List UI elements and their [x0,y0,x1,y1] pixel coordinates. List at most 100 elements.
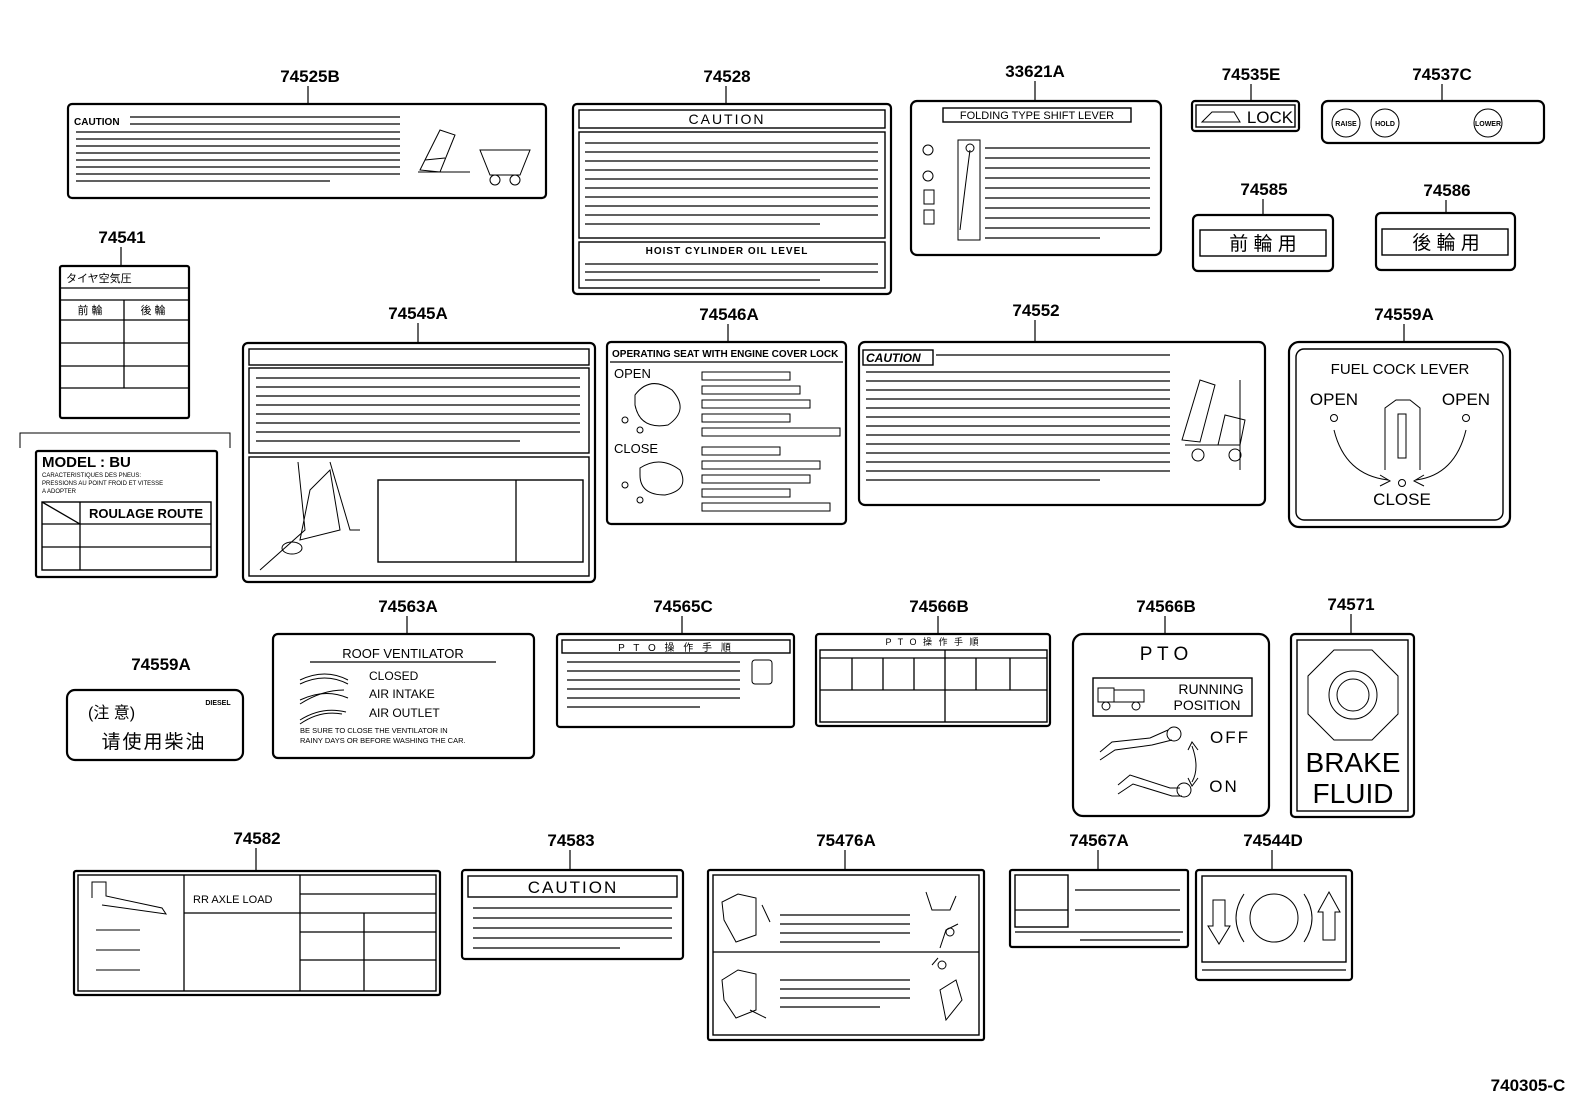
roulage-text: ROULAGE ROUTE [89,506,203,521]
seat-close-icon [621,461,684,504]
off-text: OFF [1210,728,1250,747]
seat-title-text: OPERATING SEAT WITH ENGINE COVER LOCK [612,349,839,360]
roof-title-text: ROOF VENTILATOR [342,646,464,661]
hold-text: HOLD [1375,121,1395,128]
roof-note-2: RAINY DAYS OR BEFORE WASHING THE CAR. [300,736,466,745]
label-74586: 74586 後 輪 用 [1374,181,1517,272]
label-74537c: 74537C RAISE HOLD LOWER [1320,65,1546,145]
roof-intake-text: AIR INTAKE [369,687,435,701]
truck-dump-icon [418,129,531,186]
position-text: POSITION [1174,697,1241,713]
part-number-74571[interactable]: 74571 [1327,595,1374,614]
part-number-74528[interactable]: 74528 [703,67,750,86]
label-74571: 74571 BRAKE FLUID [1289,595,1416,819]
label-74545a: 74545A [241,304,597,584]
label-74583: 74583 CAUTION [460,831,685,961]
folding-shift-text: FOLDING TYPE SHIFT LEVER [960,110,1114,122]
front-wheel-text: 前 輪 用 [1229,233,1297,255]
part-number-74545a[interactable]: 74545A [388,304,448,323]
front-column-text: 前 輪 [77,303,102,317]
brake-warning-icon [1307,649,1399,741]
caution-text-74552: CAUTION [866,351,921,365]
label-74525b: 74525B CAUTION [66,67,548,200]
label-74546a: 74546A OPERATING SEAT WITH ENGINE COVER … [605,305,848,526]
label-74567a: 74567A [1008,831,1190,949]
fuel-close-text: CLOSE [1373,490,1431,509]
part-number-74546a[interactable]: 74546A [699,305,759,324]
part-number-33621a[interactable]: 33621A [1005,62,1065,81]
rear-column-text: 後 輪 [140,303,165,317]
lock-arrow-icon [1200,111,1241,123]
part-number-74586[interactable]: 74586 [1423,181,1470,200]
part-number-75476a[interactable]: 75476A [816,831,876,850]
lever-icon [751,659,773,685]
roof-closed-text: CLOSED [369,669,419,683]
roof-note-1: BE SURE TO CLOSE THE VENTILATOR IN [300,726,448,735]
label-33621a: 33621A FOLDING TYPE SHIFT LEVER [909,62,1163,257]
label-74535e: 74535E LOCK [1190,65,1301,133]
pto-text: P T O [1140,644,1189,665]
pto-lever-icon [1099,726,1199,798]
part-number-74541[interactable]: 74541 [98,228,145,247]
label-74559a-fuel-cock: 74559A FUEL COCK LEVER OPEN OPEN CLOSE [1287,305,1512,529]
fuel-cock-text: FUEL COCK LEVER [1331,361,1470,378]
caution-text-74528: CAUTION [689,111,766,127]
part-number-74567a[interactable]: 74567A [1069,831,1129,850]
attention-text: (注 意) [88,703,135,722]
tire-pressure-text: タイヤ空気圧 [66,271,132,285]
label-74541: 74541 タイヤ空気圧 前 輪 後 輪 [58,228,191,420]
diesel-text: DIESEL [205,700,231,707]
fuel-open-right-text: OPEN [1442,390,1490,409]
ventilator-icon [299,673,349,725]
label-74559a-diesel: 74559A (注 意) DIESEL 请使用柴油 [65,655,245,762]
label-74566b-table: 74566B P T O 操 作 手 順 [814,597,1052,728]
pto-truck-icon [1097,687,1145,711]
label-74566b-pto: 74566B P T O RUNNING POSITION OFF ON [1071,597,1271,818]
part-number-74535e[interactable]: 74535E [1222,65,1281,84]
label-74552: 74552 CAUTION [857,301,1267,507]
part-number-74552[interactable]: 74552 [1012,301,1059,320]
roof-outlet-text: AIR OUTLET [369,706,440,720]
caution-text-74583: CAUTION [528,878,619,897]
part-number-74563a[interactable]: 74563A [378,597,438,616]
seat-close-text: CLOSE [614,441,658,456]
label-model-bu: MODEL : BU CARACTERISTIQUES DES PNEUS: P… [19,432,231,579]
use-diesel-text: 请使用柴油 [101,731,206,753]
hydraulic-warning-icon [1207,890,1341,945]
part-number-74544d[interactable]: 74544D [1243,831,1303,850]
seat-open-icon [621,383,681,434]
diagram-id: 740305-C [1491,1076,1566,1095]
door-open-icon [721,891,959,949]
fuel-open-left-text: OPEN [1310,390,1358,409]
hoist-cylinder-icon [259,461,360,571]
label-74585: 74585 前 輪 用 [1191,180,1335,273]
part-number-74565c[interactable]: 74565C [653,597,713,616]
axle-load-icon [91,881,168,971]
model-note-3: A ADOPTER [42,489,77,495]
part-number-74585[interactable]: 74585 [1240,180,1287,199]
brake-text: BRAKE [1306,747,1401,778]
model-note-2: PRESSIONS AU POINT FROID ET VITESSE [42,481,163,487]
part-number-74559a-fuel[interactable]: 74559A [1374,305,1434,324]
part-number-74525b[interactable]: 74525B [280,67,340,86]
seat-open-text: OPEN [614,366,651,381]
label-74528: 74528 CAUTION HOIST CYLINDER OIL LEVEL [571,67,893,296]
part-number-74559a-diesel[interactable]: 74559A [131,655,191,674]
on-text: ON [1209,777,1239,796]
part-number-74537c[interactable]: 74537C [1412,65,1472,84]
lower-text: LOWER [1475,121,1501,128]
label-74582: 74582 RR AXLE LOAD [72,829,442,997]
lock-text: LOCK [1247,108,1294,127]
raise-text: RAISE [1335,121,1357,128]
part-number-74566b-pto[interactable]: 74566B [1136,597,1196,616]
rr-axle-text: RR AXLE LOAD [193,894,273,906]
part-number-74583[interactable]: 74583 [547,831,594,850]
caution-text-74525b: CAUTION [74,117,120,128]
part-number-74582[interactable]: 74582 [233,829,280,848]
hoist-cylinder-text: HOIST CYLINDER OIL LEVEL [646,246,809,257]
label-74563a: 74563A ROOF VENTILATOR CLOSED AIR INTAKE… [271,597,536,760]
part-number-74566b-table[interactable]: 74566B [909,597,969,616]
model-text: MODEL : BU [42,454,131,471]
rear-wheel-text: 後 輪 用 [1412,232,1480,254]
